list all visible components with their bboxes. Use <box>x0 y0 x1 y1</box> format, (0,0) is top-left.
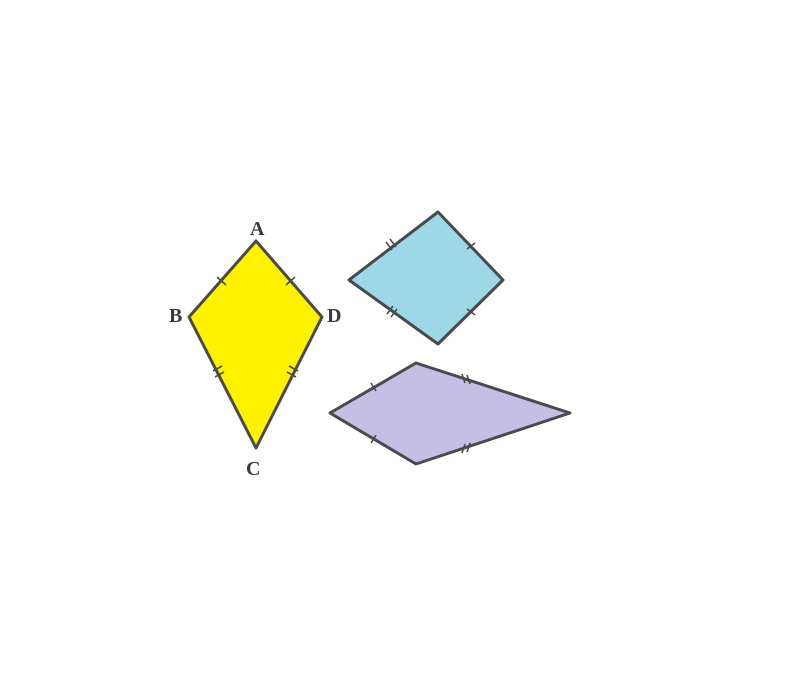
tick-blue-ul-1 <box>385 241 393 251</box>
tick-dc-1 <box>288 365 299 372</box>
tick-ab <box>216 276 227 286</box>
vertex-label-a: A <box>250 218 265 240</box>
tick-bc-2 <box>214 371 225 378</box>
vertex-label-c: C <box>246 458 260 480</box>
tick-purple-ll <box>370 434 377 444</box>
kite-blue-shape <box>347 210 505 346</box>
kite-blue <box>347 210 505 346</box>
tick-blue-ll-1 <box>386 305 394 315</box>
kite-abcd-shape <box>187 239 324 450</box>
tick-ad <box>285 276 296 286</box>
vertex-label-b: B <box>169 305 182 327</box>
vertex-label-d: D <box>327 305 341 327</box>
tick-purple-ur-1 <box>461 373 466 384</box>
kite-purple-shape <box>328 361 572 466</box>
kite-abcd: A B C D <box>169 218 341 480</box>
kite-purple <box>328 361 572 466</box>
tick-purple-ul <box>370 382 377 392</box>
tick-purple-ur-2 <box>466 374 471 385</box>
tick-blue-ll-2 <box>390 308 398 318</box>
tick-dc-2 <box>286 371 297 378</box>
tick-purple-lr-1 <box>461 443 466 454</box>
tick-blue-lr <box>466 308 476 316</box>
tick-bc-1 <box>212 365 223 372</box>
tick-purple-lr-2 <box>466 442 471 453</box>
tick-blue-ur <box>466 242 476 250</box>
tick-blue-ul-2 <box>389 238 397 248</box>
